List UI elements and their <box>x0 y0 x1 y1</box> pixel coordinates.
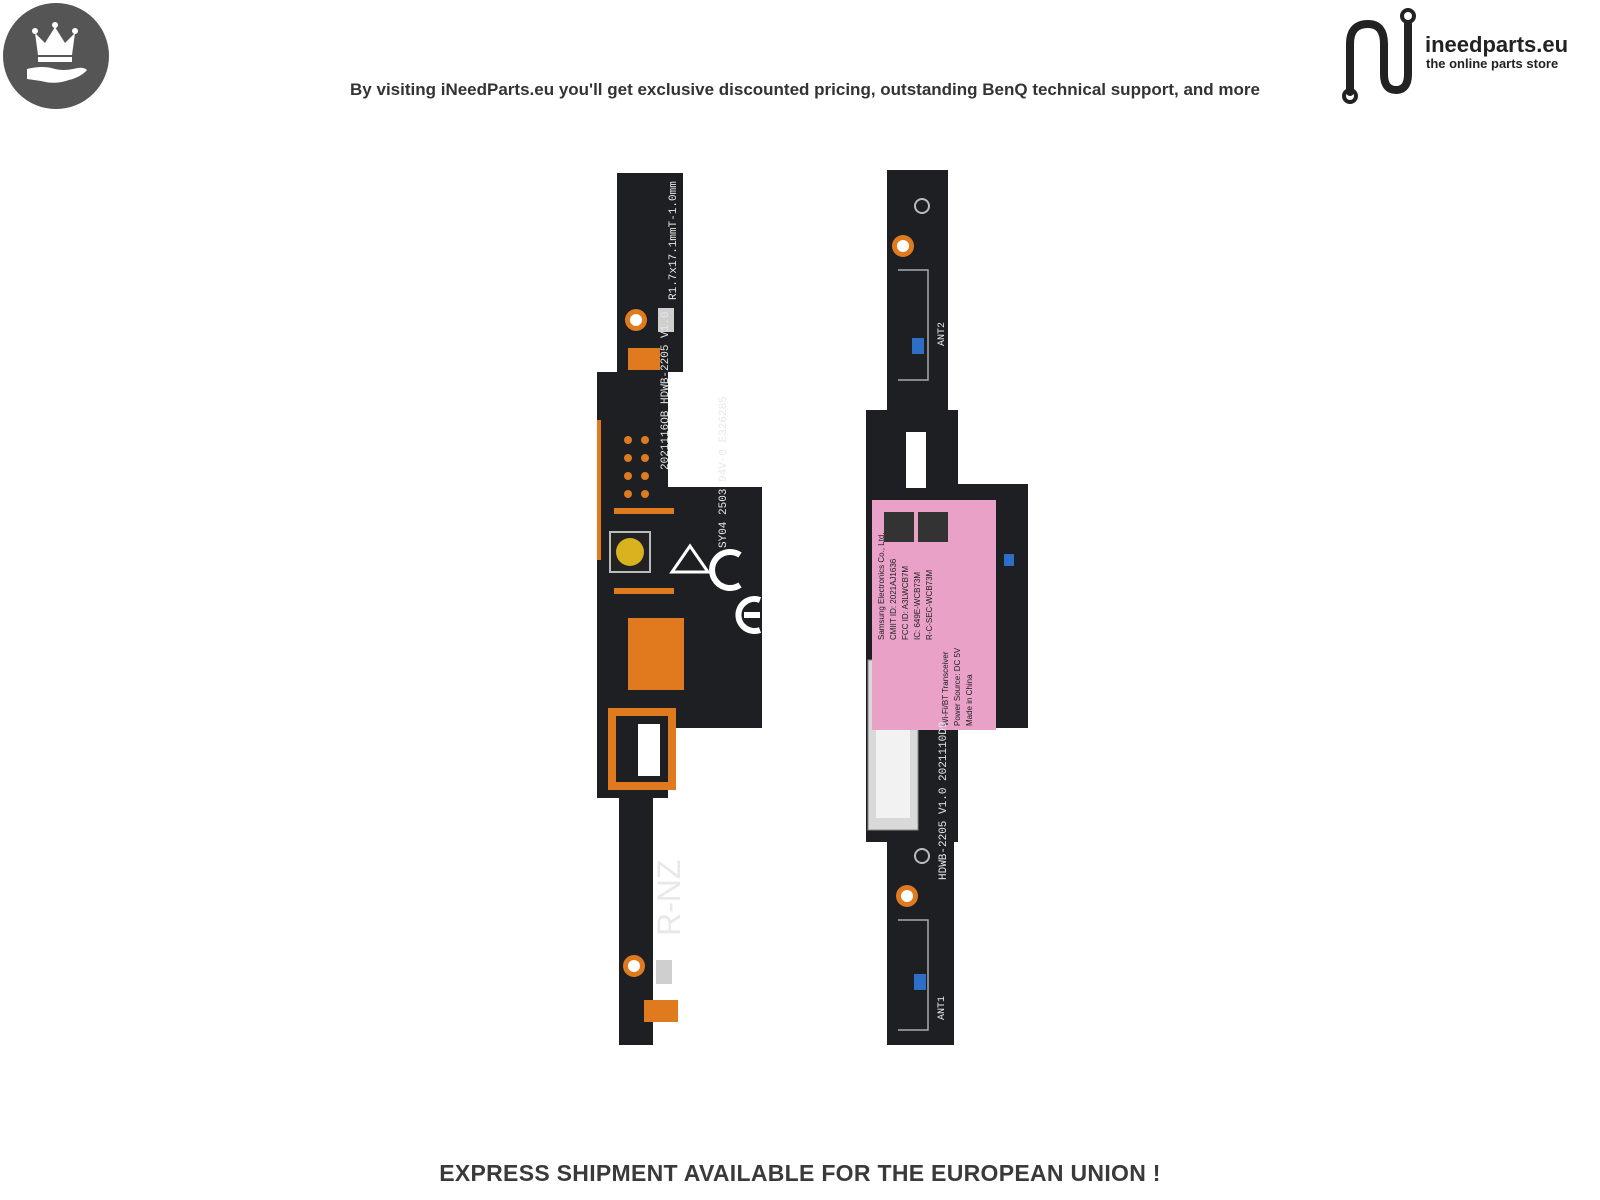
right-ant1-label: ANT1 <box>937 996 948 1020</box>
right-label-line-7: Power Source: DC 5V <box>953 647 962 726</box>
promo-tagline: By visiting iNeedParts.eu you'll get exc… <box>350 80 1260 99</box>
right-label-line-5: R-C-SEC-WCB73M <box>925 569 934 640</box>
left-silk-mid: 2021116QB HDWB-2205 V1.0 <box>660 312 672 470</box>
crown-hand-badge <box>3 3 109 109</box>
left-pcb-board: R1.7x17.1mmT-1.0mm 2021116QB HDWB-2205 V… <box>597 173 762 1045</box>
shipping-banner: EXPRESS SHIPMENT AVAILABLE FOR THE EUROP… <box>439 1160 1161 1186</box>
right-ant2-label: ANT2 <box>937 322 948 346</box>
ineedparts-n-logo-icon <box>1342 8 1416 104</box>
right-pcb-board: Samsung Electronics Co., Ltd. CMIIT ID: … <box>866 170 1028 1045</box>
logo-name: ineedparts.eu <box>1425 32 1569 57</box>
right-label-line-4: IC: 649E-WCB73M <box>913 572 922 640</box>
logo-tagline: the online parts store <box>1426 56 1559 71</box>
left-silk-top: R1.7x17.1mmT-1.0mm <box>668 181 680 300</box>
left-silk-codes: SY04 2503 94V-0 E326285 <box>718 396 730 548</box>
right-label-line-3: FCC ID: A3LWCB7M <box>901 566 910 640</box>
ineedparts-logo[interactable]: ineedparts.eu the online parts store <box>1340 0 1600 110</box>
crown-hand-icon <box>27 22 87 83</box>
right-silk-side: HDWB-2205 V1.0 2021110D9 <box>938 722 950 880</box>
right-label-line-1: Samsung Electronics Co., Ltd. <box>877 532 886 640</box>
right-label-line-6: Wi-Fi/BT Transceiver <box>941 651 950 726</box>
left-silk-bottom: R-NZ <box>651 860 687 936</box>
right-label-line-8: Made in China <box>965 674 974 726</box>
right-label-line-2: CMIIT ID: 2021AJ1636 <box>889 558 898 640</box>
